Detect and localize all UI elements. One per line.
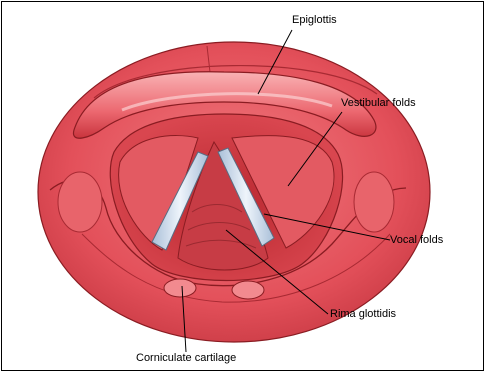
corniculate-bump-right xyxy=(232,281,264,299)
label-epiglottis: Epiglottis xyxy=(292,14,337,26)
label-corniculate-cartilage: Corniculate cartilage xyxy=(136,352,236,364)
label-rima-glottidis: Rima glottidis xyxy=(330,308,396,320)
label-vestibular-folds: Vestibular folds xyxy=(341,97,416,109)
label-vocal-folds: Vocal folds xyxy=(390,234,443,246)
corniculate-bump-left xyxy=(164,279,196,297)
